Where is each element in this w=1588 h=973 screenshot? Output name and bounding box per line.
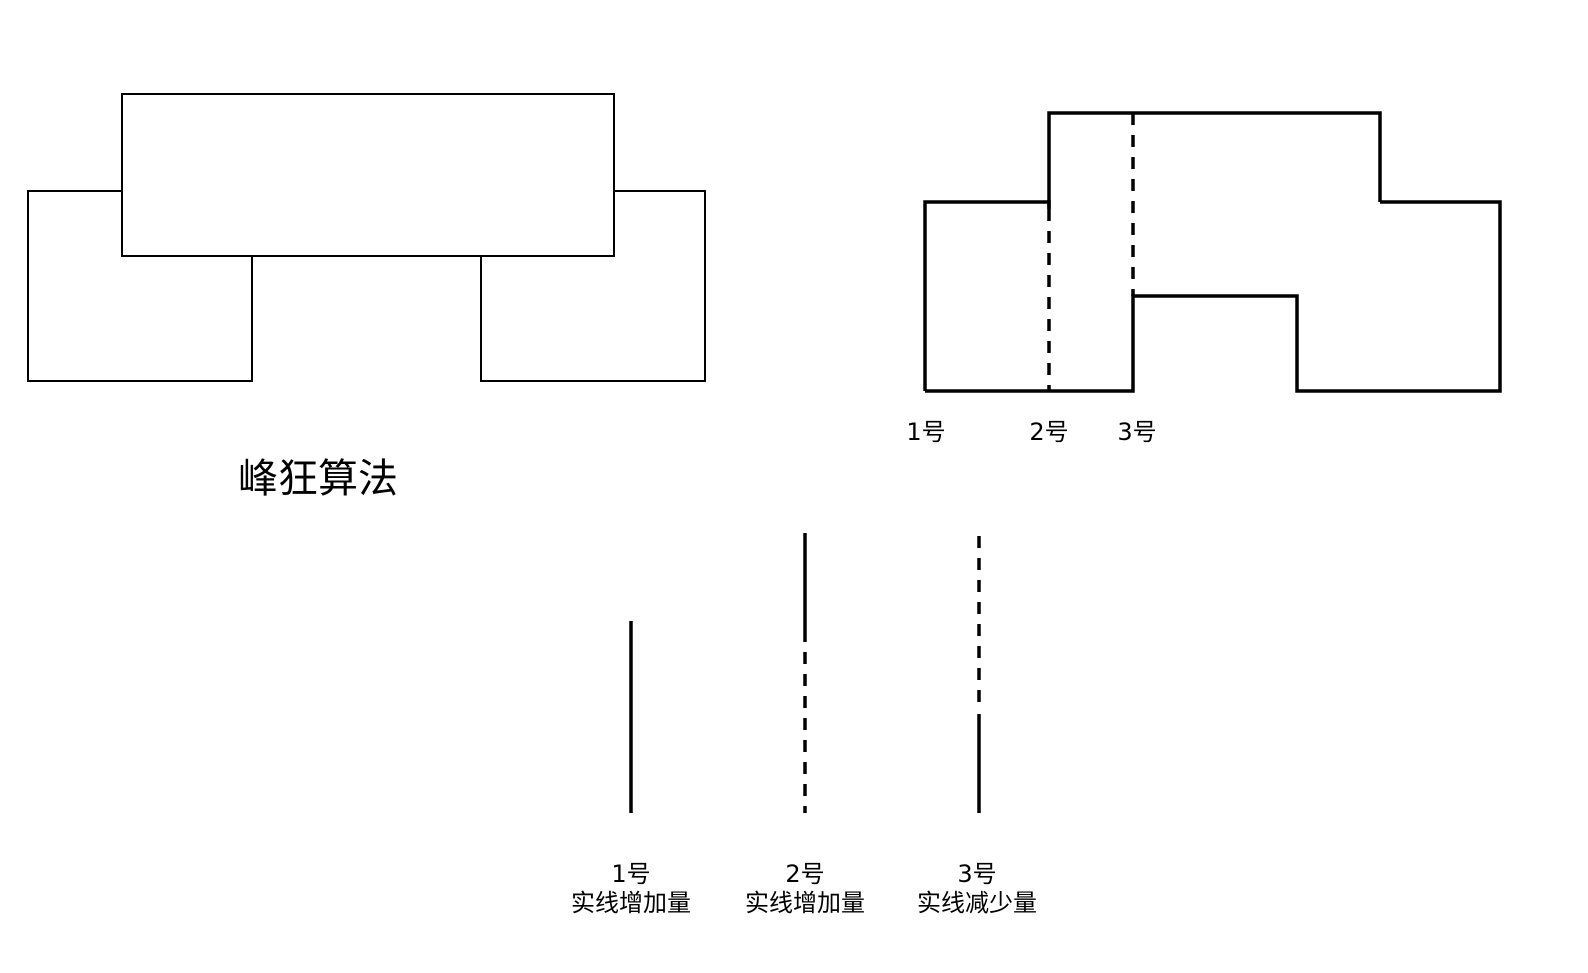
skyline-outline	[923, 111, 1502, 393]
segment-3-number: 3号	[957, 860, 996, 888]
segment-1-number: 1号	[611, 860, 650, 888]
outline-path-right	[925, 200, 1502, 393]
outline-label-2: 2号	[1029, 418, 1068, 446]
top-rectangle	[121, 93, 615, 257]
outline-path-left	[1047, 111, 1382, 209]
skyline-dashed-lines	[1047, 113, 1135, 391]
outline-label-3: 3号	[1117, 418, 1156, 446]
outline-label-1: 1号	[906, 418, 945, 446]
segment-3-description: 实线减少量	[917, 889, 1037, 917]
segment-2-number: 2号	[785, 860, 824, 888]
diagram-title: 峰狂算法	[238, 456, 398, 502]
overlapping-rectangles	[27, 93, 706, 382]
outline-path-main	[923, 200, 1051, 391]
segment-lines	[629, 533, 981, 813]
segment-2-description: 实线增加量	[745, 889, 865, 917]
segment-1-description: 实线增加量	[571, 889, 691, 917]
